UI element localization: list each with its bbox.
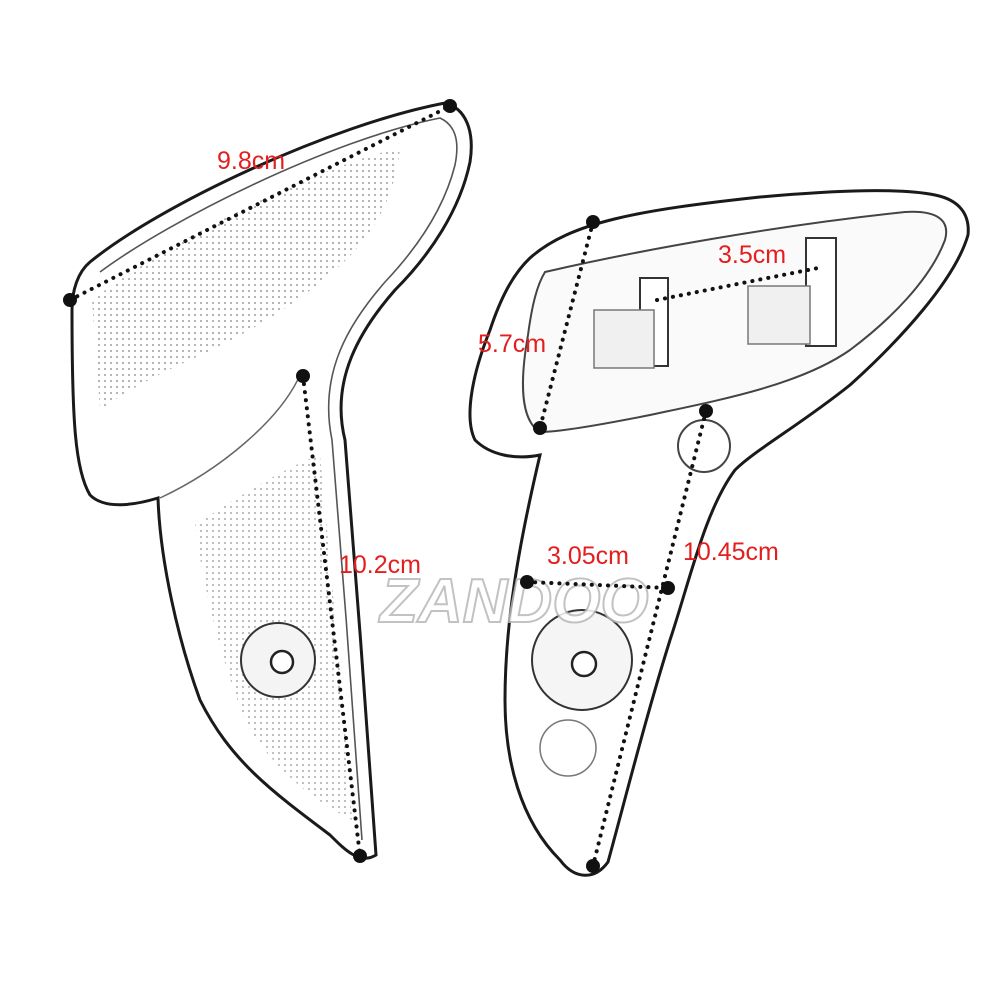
dim-point	[533, 421, 547, 435]
left-height-label: 10.2cm	[339, 551, 421, 579]
dim-point	[586, 215, 600, 229]
dim-point	[586, 859, 600, 873]
dim-point	[699, 404, 713, 418]
dim-point	[353, 849, 367, 863]
right-panel-inner-frame	[522, 210, 948, 434]
left-panel-inner-rim	[99, 117, 458, 841]
left-width-label: 9.8cm	[217, 147, 286, 175]
watermark-logo: ZANDOO	[378, 567, 649, 636]
right-panel-clip-right-plate	[747, 285, 811, 345]
dim-point	[520, 575, 534, 589]
dim-point	[63, 293, 77, 307]
left-panel-mount-hole	[269, 649, 295, 675]
dim-line-left-height	[301, 374, 362, 858]
left-fairing-panel	[70, 101, 473, 860]
left-panel-upper-texture	[92, 148, 400, 410]
dim-line-right-top-height	[538, 220, 595, 430]
right-stem-width-label: 3.05cm	[547, 542, 629, 570]
right-panel-tab	[677, 419, 731, 473]
dim-line-right-clip-spacing	[655, 266, 820, 302]
right-clip-spacing-label: 3.5cm	[718, 241, 787, 269]
dim-line-right-height	[591, 409, 708, 868]
right-panel-clip-left-plate	[593, 309, 655, 369]
right-top-height-label: 5.7cm	[478, 330, 547, 358]
right-panel-mount-hole	[570, 650, 598, 678]
dim-point	[443, 99, 457, 113]
dim-line-right-stem-width	[525, 580, 670, 590]
dim-point	[661, 581, 675, 595]
right-panel-clip-right	[805, 237, 837, 347]
right-fairing-panel	[468, 189, 970, 877]
dim-line-left-width	[68, 104, 452, 302]
right-panel-lower-boss	[539, 719, 597, 777]
right-height-label: 10.45cm	[683, 538, 779, 566]
left-panel-bend-line	[159, 374, 301, 499]
dim-point	[296, 369, 310, 383]
